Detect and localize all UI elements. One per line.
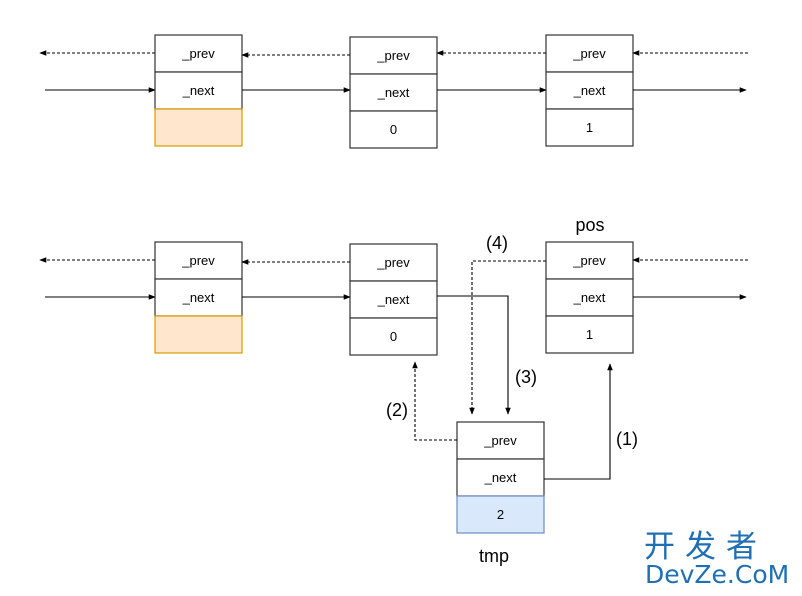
step-2-label: (2) (386, 400, 408, 420)
top-node-0: _prev _next 0 (349, 36, 438, 149)
bottom-node-0: _prev _next 0 (349, 243, 438, 356)
top-node-0-value-cell (349, 110, 438, 149)
top-node-head-next-label: _next (182, 83, 215, 98)
step-3-arrow (437, 295, 511, 415)
step-4-label: (4) (486, 233, 508, 253)
bottom-node-0-prev-label: _prev (376, 255, 410, 270)
top-node-head-next-cell (154, 71, 243, 110)
bottom-node-0-prev-cell (349, 243, 438, 282)
watermark-cn: 开发者 (644, 529, 767, 565)
bottom-node-pos-next-label: _next (573, 290, 606, 305)
tmp-node-prev-cell (456, 421, 545, 460)
bottom-node-pos-prev-label: _prev (572, 253, 606, 268)
bottom-node-head-prev-label: _prev (181, 253, 215, 268)
tmp-node-value: 2 (497, 507, 504, 522)
step-1-label: (1) (616, 429, 638, 449)
top-node-head-prev-cell (154, 34, 243, 73)
tmp-node-value-cell (456, 495, 545, 534)
top-node-1-value-cell (545, 108, 634, 147)
bottom-node-pos-prev-cell (545, 241, 634, 280)
top-node-1-prev-label: _prev (572, 46, 606, 61)
top-node-0-value: 0 (390, 122, 397, 137)
bottom-node-0-value: 0 (390, 329, 397, 344)
top-node-0-prev-label: _prev (376, 48, 410, 63)
step-3-label: (3) (515, 367, 537, 387)
bottom-node-head-next-label: _next (182, 290, 215, 305)
watermark-en: DevZe.CoM (645, 560, 789, 589)
step-4-arrow (469, 260, 546, 415)
top-node-1-value: 1 (586, 120, 593, 135)
bottom-node-head: _prev _next (154, 241, 243, 354)
bottom-node-pos-value-cell (545, 315, 634, 354)
bottom-node-head-next-cell (154, 278, 243, 317)
bottom-node-0-next-cell (349, 280, 438, 319)
bottom-node-0-value-cell (349, 317, 438, 356)
bottom-node-pos-next-cell (545, 278, 634, 317)
top-node-head-value-cell (154, 108, 243, 147)
bottom-row: _prev _next _prev _next 0 _prev _next 1 … (39, 215, 748, 566)
pos-label: pos (575, 215, 604, 235)
tmp-node-prev-label: _prev (483, 433, 517, 448)
step-2-arrow (412, 361, 457, 441)
top-node-head-prev-label: _prev (181, 46, 215, 61)
top-node-1-next-label: _next (573, 83, 606, 98)
tmp-label: tmp (479, 546, 509, 566)
top-node-1: _prev _next 1 (545, 34, 634, 147)
watermark: 开发者 DevZe.CoM (644, 529, 789, 589)
bottom-node-head-value-cell (154, 315, 243, 354)
top-node-0-next-cell (349, 73, 438, 112)
step-1-arrow (544, 363, 613, 480)
top-node-0-next-label: _next (377, 85, 410, 100)
bottom-node-0-next-label: _next (377, 292, 410, 307)
top-row: _prev _next _prev _next 0 _prev _next 1 (39, 34, 748, 149)
bottom-node-pos: _prev _next 1 (545, 241, 634, 354)
bottom-node-pos-value: 1 (586, 327, 593, 342)
tmp-node: _prev _next 2 (456, 421, 545, 534)
top-node-head: _prev _next (154, 34, 243, 147)
tmp-node-next-label: _next (484, 470, 517, 485)
